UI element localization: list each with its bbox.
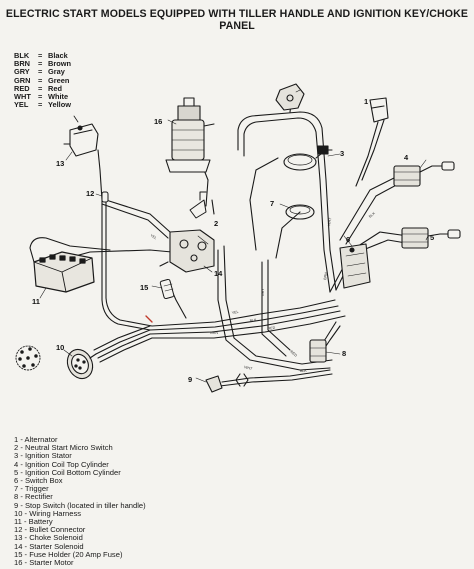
main-harness-wires (29, 95, 413, 387)
wire-tag-label: RED (267, 326, 276, 331)
wire-tag-label: RED (289, 350, 298, 358)
legend-item: 1 - Alternator (14, 435, 58, 444)
legend-item: 10 - Wiring Harness (14, 508, 82, 518)
color-name: Black (48, 51, 68, 60)
diagram-title: ELECTRIC START MODELS EQUIPPED WITH TILL… (5, 8, 469, 32)
stop-switch (205, 373, 249, 393)
equals-sign: = (38, 67, 43, 77)
wiring-harness-connector (66, 348, 97, 380)
color-name: White (48, 92, 69, 102)
wire-tag-label: YEL (150, 233, 158, 240)
neutral-start-micro-switch (189, 191, 207, 219)
alternator (275, 83, 389, 123)
equals-sign: = (38, 83, 43, 93)
connector-pin-face (15, 345, 41, 371)
equals-sign: = (38, 75, 43, 85)
fuse-holder (145, 278, 175, 323)
starter-solenoid (159, 229, 215, 273)
trigger (285, 204, 315, 220)
color-key-row: GRN = Green (14, 75, 71, 85)
callout-5: 5 (430, 233, 434, 242)
color-key-row: BLK = Black (14, 51, 71, 60)
legend-item: 4 - Ignition Coil Top Cylinder (14, 459, 109, 469)
part-callouts: 1 2 3 4 5 6 7 8 9 10 11 12 13 14 15 16 (32, 97, 434, 384)
switch-box (339, 243, 371, 289)
color-abbr: BRN (14, 59, 31, 69)
equals-sign: = (38, 51, 43, 60)
legend-item: 7 - Trigger (14, 484, 49, 494)
wire-tag-label: GRN (210, 331, 218, 335)
color-key-row: GRY = Gray (14, 68, 71, 76)
legend-item: 12 - Bullet Connector (14, 525, 86, 535)
wire-tag-label: BLK (249, 318, 257, 323)
callout-8: 8 (342, 349, 346, 358)
color-key-row: RED = Red (14, 83, 71, 93)
callout-16: 16 (154, 117, 162, 126)
color-key-row: WHT = White (14, 92, 71, 102)
ignition-stator (283, 145, 333, 171)
color-key-row: BRN = Brown (14, 59, 71, 69)
callout-1: 1 (364, 97, 368, 106)
legend-item: 13 - Choke Solenoid (14, 533, 83, 543)
callout-11: 11 (32, 297, 40, 306)
legend-item: 11 - Battery (14, 517, 53, 527)
callout-13: 13 (56, 159, 64, 168)
wire-color-key: BLK = Black BRN = Brown GRY = Gray GRN = Green R… (14, 51, 71, 109)
color-name: Green (48, 75, 70, 85)
bullet-connector (101, 191, 109, 203)
legend-item: 3 - Ignition Stator (14, 451, 72, 461)
parts-legend: 1 - Alternator 2 - Neutral Start Micro S… (14, 435, 146, 568)
ignition-coil-bottom (401, 227, 461, 249)
legend-item: 8 - Rectifier (14, 492, 53, 502)
equals-sign: = (38, 92, 43, 102)
callout-14: 14 (214, 269, 223, 278)
legend-item: 2 - Neutral Start Micro Switch (14, 443, 113, 453)
starter-motor (165, 97, 215, 173)
callout-4: 4 (404, 153, 409, 162)
choke-solenoid (63, 115, 99, 157)
rectifier (309, 339, 327, 363)
wire-color-tags: YEL BLK RED WHT BRN GRY BLK RED YEL GRN … (150, 211, 377, 373)
legend-item: 5 - Ignition Coil Bottom Cylinder (14, 467, 121, 477)
color-name: Yellow (48, 100, 72, 110)
color-abbr: YEL (14, 100, 29, 110)
callout-2: 2 (214, 219, 218, 228)
color-abbr: WHT (14, 92, 31, 102)
callout-12: 12 (86, 189, 94, 198)
color-name: Brown (48, 59, 71, 69)
callout-6: 6 (346, 235, 350, 244)
legend-item: 15 - Fuse Holder (20 Amp Fuse) (14, 549, 123, 559)
leader-lines (39, 89, 429, 383)
color-name: Red (48, 83, 62, 93)
wire-tag-label: BLK (368, 211, 376, 219)
wire-tag-label: BLK (300, 369, 307, 373)
color-abbr: BLK (14, 51, 30, 60)
callout-15: 15 (140, 283, 148, 292)
wire-tag-label: YEL (231, 310, 238, 315)
ignition-coil-top (393, 161, 455, 187)
equals-sign: = (38, 59, 43, 69)
equals-sign: = (38, 100, 43, 110)
legend-item: 6 - Switch Box (14, 476, 63, 486)
color-name: Gray (48, 67, 65, 77)
callout-3: 3 (340, 149, 344, 158)
legend-item: 16 - Starter Motor (14, 558, 74, 568)
color-abbr: RED (14, 83, 30, 93)
wire-tag-label: WHT (244, 365, 254, 371)
wire-tag-label: BRN (323, 272, 328, 281)
legend-item: 14 - Starter Solenoid (14, 541, 84, 551)
wire-tag-label: WHT (327, 217, 332, 227)
callout-7: 7 (270, 199, 274, 208)
battery (33, 251, 95, 293)
color-abbr: GRY (14, 67, 30, 77)
legend-item: 9 - Stop Switch (located in tiller handl… (14, 500, 146, 510)
color-abbr: GRN (14, 75, 31, 85)
color-key-row: YEL = Yellow (14, 101, 71, 109)
callout-10: 10 (56, 343, 64, 352)
wire-tag-label: GRY (261, 288, 265, 296)
callout-9: 9 (188, 375, 192, 384)
